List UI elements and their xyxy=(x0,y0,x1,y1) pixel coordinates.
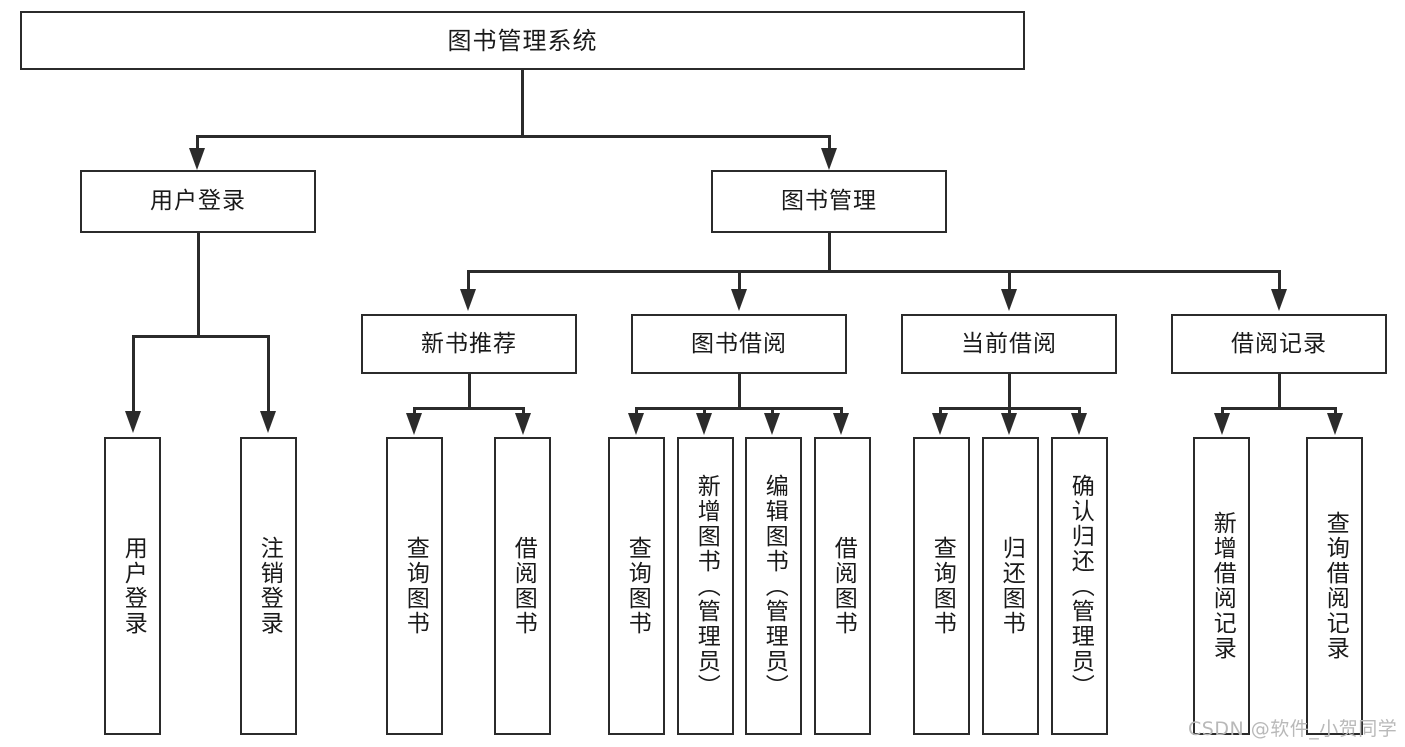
arrow-to-leaf-query-book-3 xyxy=(932,413,948,435)
edge-to-leaf-user-logout xyxy=(267,335,270,415)
edge-level2-bus xyxy=(197,135,831,138)
node-label: 借阅记录 xyxy=(1231,330,1327,357)
node-label: 当前借阅 xyxy=(961,330,1057,357)
node-leaf-borrow-book-2[interactable]: 借阅图书 xyxy=(814,437,871,735)
arrow-to-leaf-user-logout xyxy=(260,411,276,433)
node-root-system[interactable]: 图书管理系统 xyxy=(20,11,1025,70)
arrow-to-leaf-confirm-return xyxy=(1071,413,1087,435)
node-label: 图书管理 xyxy=(781,188,877,215)
node-label: 确认归还（管理员） xyxy=(1067,473,1094,699)
node-new-book-rec[interactable]: 新书推荐 xyxy=(361,314,577,374)
node-user-login[interactable]: 用户登录 xyxy=(80,170,316,233)
arrow-to-leaf-query-record xyxy=(1327,413,1343,435)
arrow-to-user-login xyxy=(189,148,205,170)
arrow-to-leaf-add-record xyxy=(1214,413,1230,435)
edge-to-borrow-record xyxy=(1278,270,1281,292)
node-leaf-confirm-return[interactable]: 确认归还（管理员） xyxy=(1051,437,1108,735)
arrow-to-leaf-edit-book xyxy=(764,413,780,435)
node-leaf-borrow-book-1[interactable]: 借阅图书 xyxy=(494,437,551,735)
node-label: 查询图书 xyxy=(624,536,651,636)
edge-book-manage-stem xyxy=(828,233,831,272)
node-leaf-add-record[interactable]: 新增借阅记录 xyxy=(1193,437,1250,735)
edge-to-new-book-rec xyxy=(467,270,470,292)
node-leaf-add-book[interactable]: 新增图书（管理员） xyxy=(677,437,734,735)
node-leaf-edit-book[interactable]: 编辑图书（管理员） xyxy=(745,437,802,735)
node-label: 图书管理系统 xyxy=(447,26,598,55)
arrow-to-leaf-borrow-book-1 xyxy=(515,413,531,435)
node-book-manage[interactable]: 图书管理 xyxy=(711,170,947,233)
node-label: 注销登录 xyxy=(256,536,283,636)
arrow-to-leaf-add-book xyxy=(696,413,712,435)
edge-to-current-borrow xyxy=(1008,270,1011,292)
arrow-to-borrow-record xyxy=(1271,289,1287,311)
edge-new-book-rec-bus xyxy=(414,407,524,410)
node-label: 查询借阅记录 xyxy=(1322,511,1349,661)
edge-level3-bus xyxy=(468,270,1280,273)
csdn-watermark: CSDN @软件_小贺同学 xyxy=(1188,718,1398,740)
arrow-to-book-borrow xyxy=(731,289,747,311)
node-label: 用户登录 xyxy=(150,188,246,215)
node-label: 编辑图书（管理员） xyxy=(761,473,788,699)
edge-to-user-login xyxy=(196,135,199,153)
node-leaf-query-record[interactable]: 查询借阅记录 xyxy=(1306,437,1363,735)
edge-book-borrow-bus xyxy=(636,407,842,410)
edge-new-book-rec-stem xyxy=(468,374,471,409)
node-label: 用户登录 xyxy=(120,536,147,636)
node-label: 新增图书（管理员） xyxy=(693,473,720,699)
edge-user-login-stem xyxy=(197,233,200,337)
node-label: 借阅图书 xyxy=(830,536,857,636)
node-label: 新增借阅记录 xyxy=(1209,511,1236,661)
edge-current-borrow-stem xyxy=(1008,374,1011,409)
node-label: 借阅图书 xyxy=(510,536,537,636)
edge-to-leaf-user-login xyxy=(132,335,135,415)
node-label: 图书借阅 xyxy=(691,330,787,357)
edge-borrow-record-bus xyxy=(1222,407,1336,410)
node-label: 查询图书 xyxy=(402,536,429,636)
node-current-borrow[interactable]: 当前借阅 xyxy=(901,314,1117,374)
node-leaf-query-book-1[interactable]: 查询图书 xyxy=(386,437,443,735)
arrow-to-new-book-rec xyxy=(460,289,476,311)
arrow-to-current-borrow xyxy=(1001,289,1017,311)
edge-to-book-manage xyxy=(828,135,831,153)
edge-book-borrow-stem xyxy=(738,374,741,409)
node-label: 新书推荐 xyxy=(421,330,517,357)
node-label: 归还图书 xyxy=(998,536,1025,636)
arrow-to-leaf-user-login xyxy=(125,411,141,433)
node-leaf-user-logout[interactable]: 注销登录 xyxy=(240,437,297,735)
arrow-to-leaf-query-book-1 xyxy=(406,413,422,435)
arrow-to-leaf-borrow-book-2 xyxy=(833,413,849,435)
edge-user-login-bus xyxy=(133,335,269,338)
edge-to-book-borrow xyxy=(738,270,741,292)
node-borrow-record[interactable]: 借阅记录 xyxy=(1171,314,1387,374)
node-book-borrow[interactable]: 图书借阅 xyxy=(631,314,847,374)
arrow-to-leaf-return-book xyxy=(1001,413,1017,435)
node-leaf-query-book-3[interactable]: 查询图书 xyxy=(913,437,970,735)
edge-borrow-record-stem xyxy=(1278,374,1281,409)
arrow-to-leaf-query-book-2 xyxy=(628,413,644,435)
node-leaf-return-book[interactable]: 归还图书 xyxy=(982,437,1039,735)
node-leaf-query-book-2[interactable]: 查询图书 xyxy=(608,437,665,735)
node-label: 查询图书 xyxy=(929,536,956,636)
node-leaf-user-login[interactable]: 用户登录 xyxy=(104,437,161,735)
arrow-to-book-manage xyxy=(821,148,837,170)
edge-root-stem xyxy=(521,70,524,137)
